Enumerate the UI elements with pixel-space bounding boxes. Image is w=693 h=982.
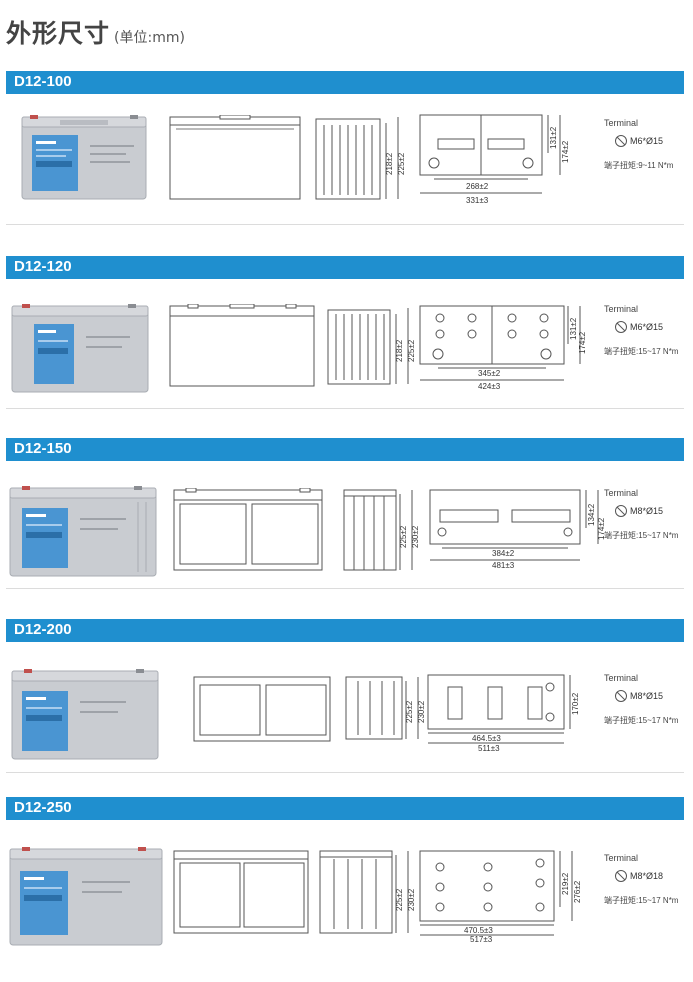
terminal-spec: M8*Ø18 xyxy=(630,871,664,881)
model-name: D12-100 xyxy=(14,73,72,90)
section-divider xyxy=(6,588,684,589)
model-section-d12-200: D12-200 225±2 230±2 464. xyxy=(6,619,684,804)
length-dim: 481±3 xyxy=(492,561,515,570)
pitch-dim: 384±2 xyxy=(492,549,515,558)
page-title: 外形尺寸 (单位:mm) xyxy=(6,14,185,48)
model-header-bar: D12-250 xyxy=(6,797,684,820)
model-name: D12-120 xyxy=(14,258,72,275)
terminal-icon xyxy=(615,505,627,517)
top-view-drawing: 268±2 331±3 131±2 174±2 xyxy=(419,114,570,205)
terminal-spec: M8*Ø15 xyxy=(630,506,664,516)
w-total-dim: 174±2 xyxy=(578,331,586,354)
total-height-dim: 225±2 xyxy=(407,339,416,362)
total-height-dim: 230±2 xyxy=(417,700,426,723)
model-name: D12-200 xyxy=(14,621,72,638)
terminal-icon xyxy=(615,870,627,882)
total-height-dim: 225±2 xyxy=(397,152,406,175)
model-name: D12-250 xyxy=(14,799,72,816)
terminal-info: Terminal M8*Ø15 端子扭矩:15~17 N*m xyxy=(604,673,678,726)
front-view-drawing xyxy=(173,488,323,571)
torque-text: 端子扭矩:15~17 N*m xyxy=(604,716,679,725)
total-height-dim: 230±2 xyxy=(411,525,420,548)
model-section-d12-100: D12-100 218±2 225±2 xyxy=(6,71,684,256)
side-view-drawing: 218±2 225±2 xyxy=(315,117,406,200)
terminal-label: Terminal xyxy=(604,304,639,314)
terminal-info: Terminal M8*Ø15 端子扭矩:15~17 N*m xyxy=(604,488,678,541)
pitch-dim: 268±2 xyxy=(466,182,489,191)
model-section-d12-150: D12-150 225±2 230±2 xyxy=(6,438,684,623)
terminal-label: Terminal xyxy=(604,853,639,863)
length-dim: 517±3 xyxy=(470,935,493,943)
model-section-d12-250: D12-250 225±2 230±2 xyxy=(6,797,684,982)
torque-text: 端子扭矩:9~11 N*m xyxy=(604,161,674,170)
terminal-icon xyxy=(615,135,627,147)
w-inner-dim: 170±2 xyxy=(571,692,580,715)
w-inner-dim: 131±2 xyxy=(549,126,558,149)
title-text: 外形尺寸 xyxy=(6,19,111,48)
terminal-label: Terminal xyxy=(604,488,639,498)
front-view-drawing xyxy=(193,676,331,742)
section-divider xyxy=(6,224,684,225)
top-view-drawing: 470.5±3 517±3 219±2 276±2 xyxy=(419,850,582,943)
front-view-drawing xyxy=(173,850,309,934)
terminal-info: Terminal M8*Ø18 端子扭矩:15~17 N*m xyxy=(604,853,678,906)
model-header-bar: D12-200 xyxy=(6,619,684,642)
pitch-dim: 345±2 xyxy=(478,369,501,378)
section-divider xyxy=(6,772,684,773)
length-dim: 331±3 xyxy=(466,196,489,205)
side-view-drawing: 225±2 230±2 xyxy=(345,676,426,740)
length-dim: 511±3 xyxy=(478,744,500,753)
battery-photo xyxy=(11,304,149,393)
total-height-dim: 230±2 xyxy=(407,888,416,911)
length-dim: 424±3 xyxy=(478,382,501,391)
w-total-dim: 174±2 xyxy=(561,140,570,163)
terminal-spec: M8*Ø15 xyxy=(630,691,664,701)
battery-photo xyxy=(9,486,157,577)
front-view-drawing xyxy=(169,115,301,200)
w-inner-dim: 131±2 xyxy=(569,317,578,340)
top-view-drawing: 384±2 481±3 134±2 174±2 xyxy=(429,489,606,570)
height-dim: 225±2 xyxy=(405,700,414,723)
terminal-info: Terminal M6*Ø15 端子扭矩:15~17 N*m xyxy=(604,304,678,357)
w-inner-dim: 134±2 xyxy=(587,503,596,526)
section-divider xyxy=(6,408,684,409)
height-dim: 225±2 xyxy=(395,888,404,911)
unit-text: (单位:mm) xyxy=(114,30,185,46)
model-name: D12-150 xyxy=(14,440,72,457)
side-view-drawing: 225±2 230±2 xyxy=(319,850,416,934)
side-view-drawing: 225±2 230±2 xyxy=(343,489,420,571)
w-inner-dim: 219±2 xyxy=(561,872,570,895)
model-section-d12-120: D12-120 218±2 225±2 xyxy=(6,256,684,441)
top-view-drawing: 345±2 424±3 131±2 174±2 xyxy=(419,305,586,391)
torque-text: 端子扭矩:15~17 N*m xyxy=(604,531,679,540)
terminal-info: Terminal M6*Ø15 端子扭矩:9~11 N*m xyxy=(604,118,673,171)
terminal-icon xyxy=(615,690,627,702)
torque-text: 端子扭矩:15~17 N*m xyxy=(604,896,679,905)
terminal-icon xyxy=(615,321,627,333)
terminal-spec: M6*Ø15 xyxy=(630,322,664,332)
terminal-label: Terminal xyxy=(604,118,639,128)
height-dim: 225±2 xyxy=(399,525,408,548)
top-view-drawing: 464.5±3 511±3 170±2 xyxy=(427,674,580,753)
side-view-drawing: 218±2 225±2 xyxy=(327,308,416,385)
height-dim: 218±2 xyxy=(395,339,404,362)
height-dim: 218±2 xyxy=(385,152,394,175)
pitch-dim: 470.5±3 xyxy=(464,926,493,935)
pitch-dim: 464.5±3 xyxy=(472,734,501,743)
front-view-drawing xyxy=(169,304,315,387)
w-total-dim: 276±2 xyxy=(573,880,582,903)
torque-text: 端子扭矩:15~17 N*m xyxy=(604,347,679,356)
battery-photo xyxy=(9,847,163,946)
model-header-bar: D12-100 xyxy=(6,71,684,94)
terminal-label: Terminal xyxy=(604,673,639,683)
w-total-dim: 174±2 xyxy=(597,517,606,540)
model-header-bar: D12-150 xyxy=(6,438,684,461)
battery-photo xyxy=(21,115,147,200)
model-header-bar: D12-120 xyxy=(6,256,684,279)
terminal-spec: M6*Ø15 xyxy=(630,136,664,146)
battery-photo xyxy=(11,669,159,760)
